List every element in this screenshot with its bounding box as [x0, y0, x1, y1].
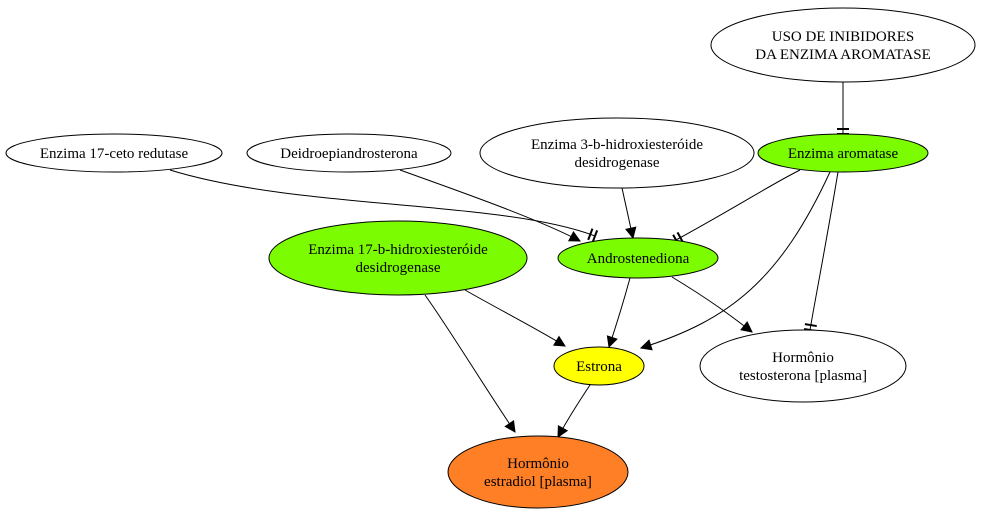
arrowhead	[625, 226, 637, 240]
node-label: Enzima aromatase	[788, 146, 899, 162]
node-hidroxi17: Enzima 17-b-hidroxiesteróide desidrogenas…	[268, 220, 528, 296]
node-label: Androstenediona	[587, 251, 690, 267]
node-ellipse	[5, 133, 223, 173]
arrowhead	[606, 335, 618, 349]
nodes-layer: USO DE INIBIDORES DA ENZIMA AROMATASE Enzi…	[5, 7, 976, 509]
edge-hidroxi3-to-androstenediona	[621, 187, 637, 240]
arrowhead	[553, 335, 566, 347]
edge-androstenediona-to-estrona	[606, 277, 631, 349]
edge-line	[675, 169, 801, 241]
node-aromatase: Enzima aromatase	[757, 133, 929, 173]
edge-hidroxi17-to-estradiol	[424, 294, 516, 433]
node-label: Hormônio	[507, 456, 569, 472]
node-inibidores: USO DE INIBIDORES DA ENZIMA AROMATASE	[710, 7, 976, 83]
node-label: Enzima 17-ceto redutase	[40, 146, 189, 162]
arrowhead	[568, 230, 581, 242]
node-label: USO DE INIBIDORES	[772, 29, 915, 45]
arrowhead	[639, 339, 653, 351]
arrowhead	[504, 420, 516, 433]
node-label: Deidroepiandrosterona	[280, 146, 418, 162]
node-ellipse	[557, 237, 719, 279]
inhibition-bar	[804, 323, 817, 328]
edge-line	[399, 169, 581, 242]
node-label: Enzima 17-b-hidroxiesteróide	[308, 242, 488, 258]
arrowhead	[740, 320, 753, 333]
node-label: DA ENZIMA AROMATASE	[755, 47, 930, 63]
inhibition-bar	[587, 228, 594, 241]
node-ellipse	[553, 346, 645, 386]
edge-androstenediona-to-testosterona	[671, 276, 753, 333]
node-label: Enzima 3-b-hidroxiesteróide	[531, 137, 703, 153]
node-ellipse	[699, 329, 907, 403]
edge-line	[640, 171, 831, 349]
node-ellipse	[246, 133, 452, 173]
edge-deidro-to-androstenediona	[399, 169, 581, 242]
edge-line	[464, 289, 566, 347]
node-ellipse	[710, 7, 976, 83]
node-ellipse	[268, 220, 528, 296]
node-label: desidrogenase	[575, 155, 660, 171]
node-ellipse	[757, 133, 929, 173]
arrowhead	[557, 425, 569, 438]
inhibition-bar	[591, 230, 599, 242]
edge-estrona-to-estradiol	[557, 384, 591, 438]
edge-line	[608, 277, 631, 348]
node-testosterona: Hormônio testosterona [plasma]	[699, 329, 907, 403]
node-label: Estrona	[576, 359, 622, 375]
edge-line	[809, 171, 839, 331]
edge-inibidores-to-aromatase	[837, 82, 849, 135]
edge-hidroxi17-to-estrona	[464, 289, 566, 347]
edge-aromatase-to-testosterona	[803, 171, 839, 332]
node-deidro: Deidroepiandrosterona	[246, 133, 452, 173]
node-label: desidrogenase	[356, 260, 441, 276]
edge-line	[671, 276, 753, 333]
node-label: testosterona [plasma]	[739, 368, 867, 384]
node-ellipse	[479, 117, 755, 189]
node-estrona: Estrona	[553, 346, 645, 386]
node-ellipse	[447, 435, 629, 509]
node-label: estradiol [plasma]	[484, 474, 592, 490]
node-androstenediona: Androstenediona	[557, 237, 719, 279]
node-label: Hormônio	[772, 350, 834, 366]
node-ceto: Enzima 17-ceto redutase	[5, 133, 223, 173]
edge-aromatase-to-estrona	[639, 171, 831, 351]
edge-line	[169, 169, 596, 237]
edge-line	[424, 294, 516, 433]
node-hidroxi3: Enzima 3-b-hidroxiesteróide desidrogenase	[479, 117, 755, 189]
node-estradiol: Hormônio estradiol [plasma]	[447, 435, 629, 509]
edge-ceto-to-androstenediona	[169, 169, 599, 242]
